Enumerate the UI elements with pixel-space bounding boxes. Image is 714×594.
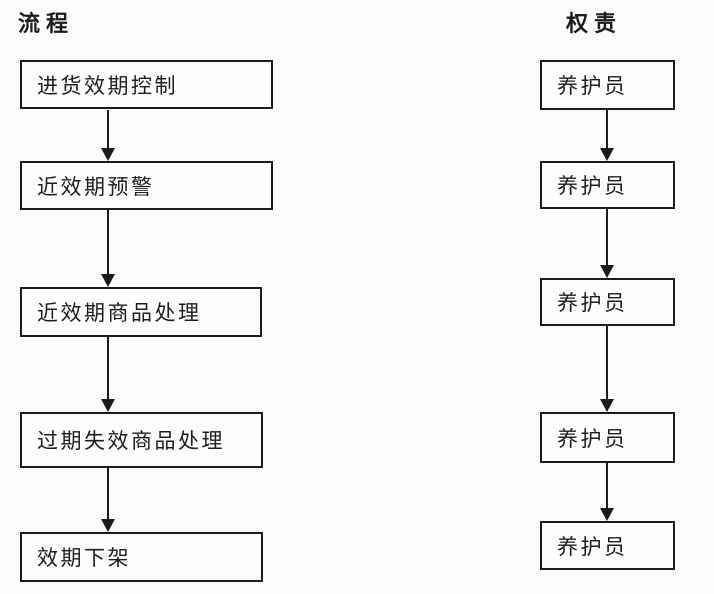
process-step-box-5: 效期下架: [20, 532, 263, 582]
process-step-label: 效期下架: [37, 546, 131, 570]
process-column-header: 流程: [18, 12, 75, 37]
responsibility-box-5: 养护员: [540, 521, 675, 570]
responsibility-column-header: 权责: [566, 12, 623, 37]
responsibility-label: 养护员: [557, 291, 628, 315]
arrow-down-icon: [101, 110, 115, 161]
responsibility-label: 养护员: [557, 534, 628, 559]
arrow-down-icon: [600, 463, 614, 521]
arrow-down-icon: [101, 210, 115, 287]
process-step-box-2: 近效期预警: [20, 161, 273, 210]
arrow-down-icon: [101, 337, 115, 412]
process-step-label: 近效期预警: [37, 174, 155, 199]
process-step-box-3: 近效期商品处理: [20, 287, 262, 337]
arrow-down-icon: [600, 110, 614, 161]
arrow-down-icon: [600, 209, 614, 278]
responsibility-box-2: 养护员: [540, 161, 675, 209]
process-step-box-1: 进货效期控制: [20, 60, 273, 109]
process-step-label: 近效期商品处理: [37, 301, 202, 325]
responsibility-label: 养护员: [557, 74, 628, 98]
responsibility-box-4: 养护员: [540, 412, 675, 463]
responsibility-box-3: 养护员: [540, 278, 675, 326]
arrow-down-icon: [600, 326, 614, 412]
process-step-label: 过期失效商品处理: [37, 429, 225, 453]
responsibility-box-1: 养护员: [540, 60, 675, 110]
responsibility-label: 养护员: [557, 174, 628, 198]
arrow-down-icon: [101, 468, 115, 532]
process-step-box-4: 过期失效商品处理: [20, 412, 263, 468]
responsibility-label: 养护员: [557, 426, 628, 451]
process-step-label: 进货效期控制: [37, 73, 178, 98]
